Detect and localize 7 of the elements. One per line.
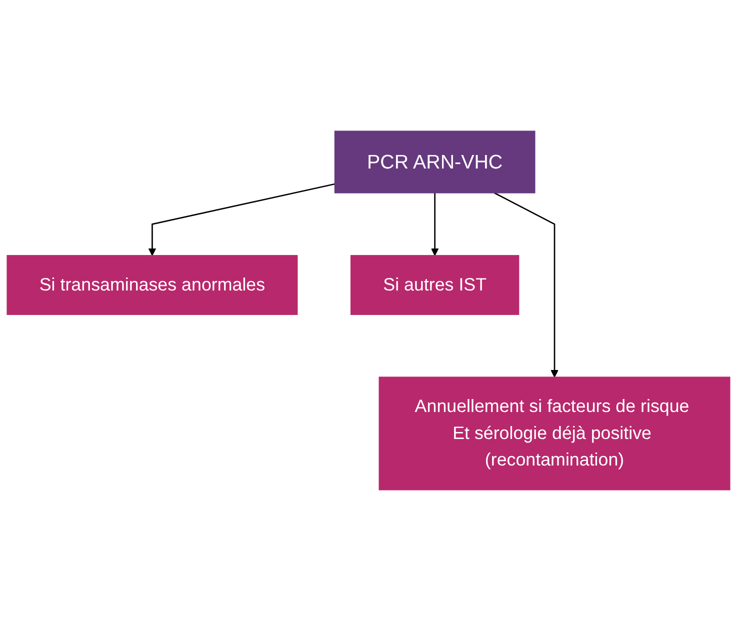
arrow	[494, 192, 558, 377]
node-box: Si transaminases anormales	[6, 254, 298, 314]
node-box: Annuellement si facteurs de risque Et sérologie déjà positive (recontamination)	[378, 376, 730, 490]
arrow	[148, 182, 335, 256]
node-box: PCR ARN-VHC	[334, 130, 536, 193]
node-box: Si autres IST	[350, 254, 520, 314]
arrow	[430, 192, 439, 256]
